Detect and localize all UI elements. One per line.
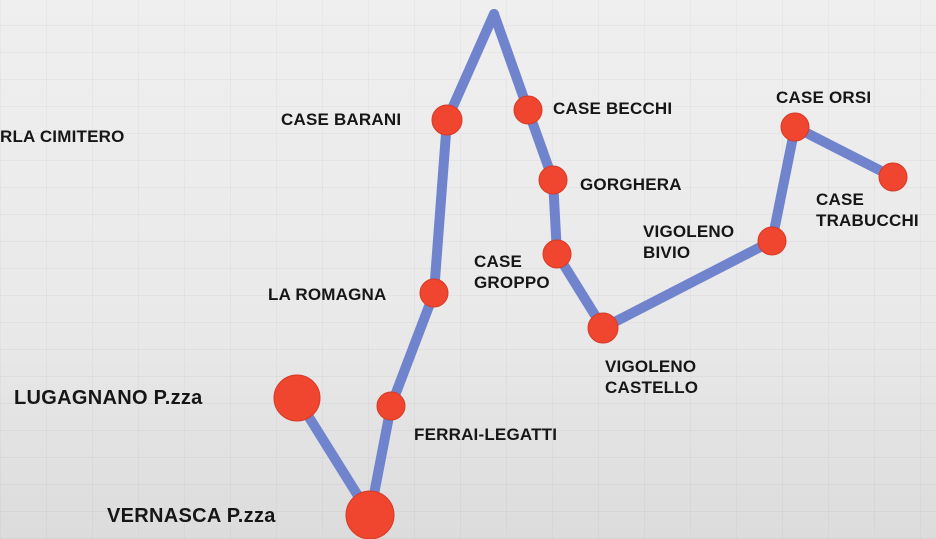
route-segment <box>598 236 777 333</box>
route-segment <box>442 9 499 125</box>
stop-lugagnano[interactable] <box>273 374 321 422</box>
label-la-romagna: LA ROMAGNA <box>268 285 387 304</box>
stop-case-trabucchi[interactable] <box>878 162 908 192</box>
label-case-barani: CASE BARANI <box>281 110 402 129</box>
label-vigoleno-castello-line1: VIGOLENO <box>605 357 697 376</box>
route-segment <box>386 288 439 411</box>
label-vigoleno-castello: VIGOLENO CASTELLO <box>605 356 698 398</box>
label-case-trabucchi: CASE TRABUCCHI <box>816 189 919 231</box>
route-stops <box>273 95 908 539</box>
label-case-trabucchi-line2: TRABUCCHI <box>816 211 919 230</box>
label-case-trabucchi-line1: CASE <box>816 190 865 209</box>
label-case-groppo: CASE GROPPO <box>474 251 550 293</box>
stop-case-groppo[interactable] <box>542 239 572 269</box>
stop-case-becchi[interactable] <box>513 95 543 125</box>
route-segment <box>790 122 898 182</box>
route-segment <box>489 9 533 115</box>
label-vigoleno-bivio-line1: VIGOLENO <box>643 222 735 241</box>
label-vigoleno-castello-line2: CASTELLO <box>605 378 699 397</box>
label-case-groppo-line2: GROPPO <box>474 273 550 292</box>
label-case-groppo-line1: CASE <box>474 252 523 271</box>
label-gorghera: GORGHERA <box>580 175 682 194</box>
stop-vernasca[interactable] <box>345 490 395 539</box>
label-vigoleno-bivio-line2: BIVIO <box>643 243 691 262</box>
label-lugagnano: LUGAGNANO P.zza <box>14 387 203 409</box>
label-vernasca: VERNASCA P.zza <box>107 505 276 527</box>
stop-ferrai-legatti[interactable] <box>376 391 406 421</box>
stop-vigoleno-bivio[interactable] <box>757 226 787 256</box>
stop-la-romagna[interactable] <box>419 278 449 308</box>
stop-case-orsi[interactable] <box>780 112 810 142</box>
route-segment <box>767 122 800 246</box>
label-vigoleno-bivio: VIGOLENO BIVIO <box>643 221 734 263</box>
route-segment <box>429 115 452 298</box>
stop-vigoleno-castello[interactable] <box>587 312 619 344</box>
label-case-becchi: CASE BECCHI <box>553 99 673 118</box>
stop-gorghera[interactable] <box>538 165 568 195</box>
label-case-orsi: CASE ORSI <box>776 88 872 107</box>
stop-case-barani[interactable] <box>431 104 463 136</box>
label-ferrai-legatti: FERRAI-LEGATTI <box>414 425 558 444</box>
label-cimitero: RLA CIMITERO <box>0 127 125 146</box>
